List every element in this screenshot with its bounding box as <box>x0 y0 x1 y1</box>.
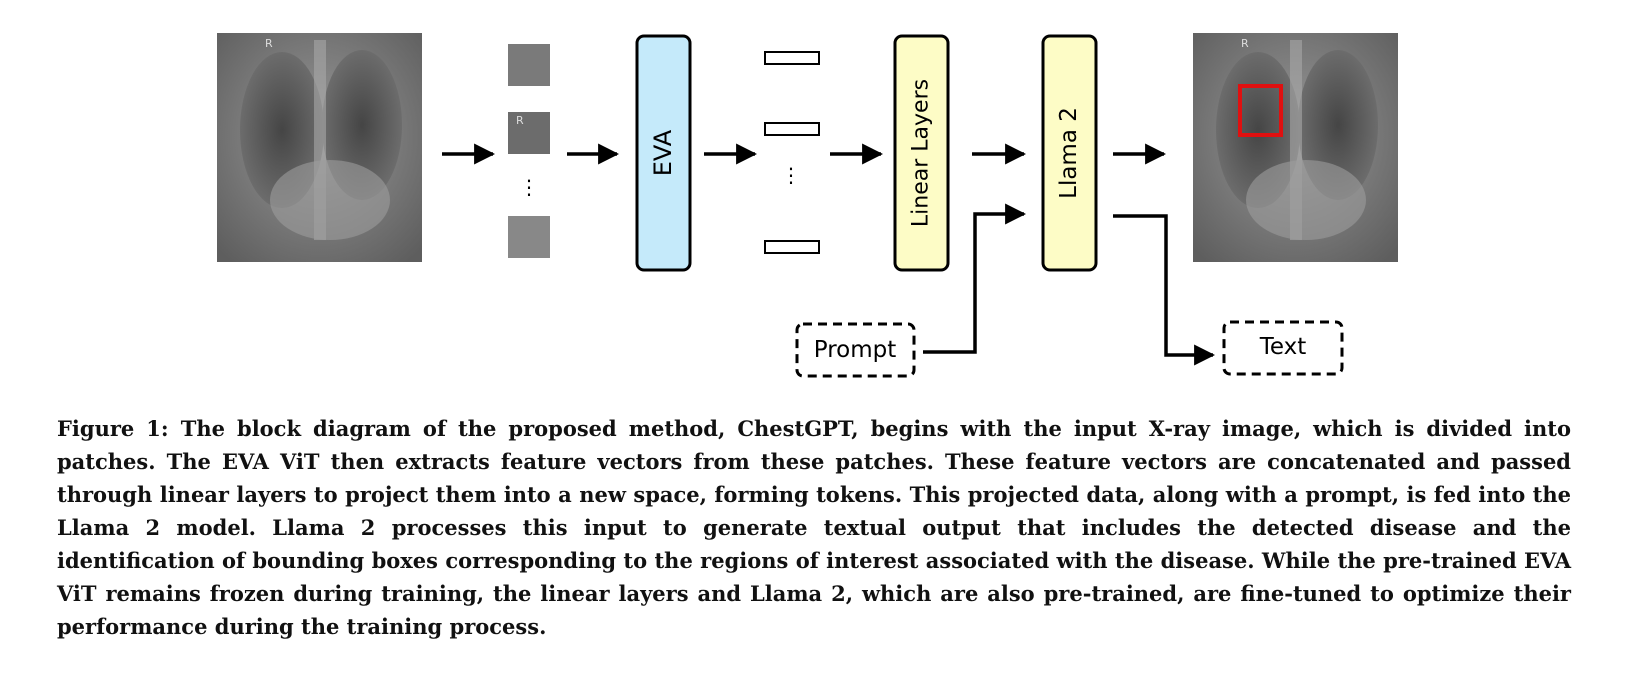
feature-vector-n <box>764 240 820 254</box>
xray-marker-label: R <box>265 37 273 50</box>
feature-vectors: ⋮ <box>764 51 820 254</box>
output-xray-marker: R <box>1241 37 1249 50</box>
patch-1 <box>508 44 550 86</box>
feature-vector-2 <box>764 122 820 136</box>
arrow-llama-to-text <box>1113 214 1216 366</box>
prompt-box: Prompt <box>795 322 916 378</box>
arrow-prompt-to-llama <box>923 203 1027 354</box>
detected-bounding-box <box>1238 84 1283 137</box>
prompt-label: Prompt <box>814 337 897 363</box>
linear-layers-block: Linear Layers <box>893 34 950 272</box>
output-xray-image: R <box>1193 33 1398 262</box>
image-patches: R ⋮ <box>508 44 550 258</box>
feature-vector-1 <box>764 51 820 65</box>
eva-label: EVA <box>649 129 677 176</box>
patch-2-marker: R <box>516 114 524 127</box>
llama2-label: Llama 2 <box>1056 107 1082 199</box>
features-ellipsis: ⋮ <box>781 163 801 187</box>
linear-layers-label: Linear Layers <box>909 79 934 227</box>
text-output-label: Text <box>1259 334 1307 360</box>
patches-ellipsis: ⋮ <box>519 175 539 199</box>
patch-2 <box>508 112 550 154</box>
patch-n <box>508 216 550 258</box>
input-xray-image: R <box>217 33 422 262</box>
figure-caption: Figure 1: The block diagram of the propo… <box>57 416 1571 639</box>
method-block-diagram: R R ⋮ EVA ⋮ Linear Layers Llama 2 <box>217 33 1398 378</box>
llama2-block: Llama 2 <box>1041 34 1098 272</box>
eva-encoder-block: EVA <box>635 34 692 272</box>
text-output-box: Text <box>1222 320 1344 376</box>
